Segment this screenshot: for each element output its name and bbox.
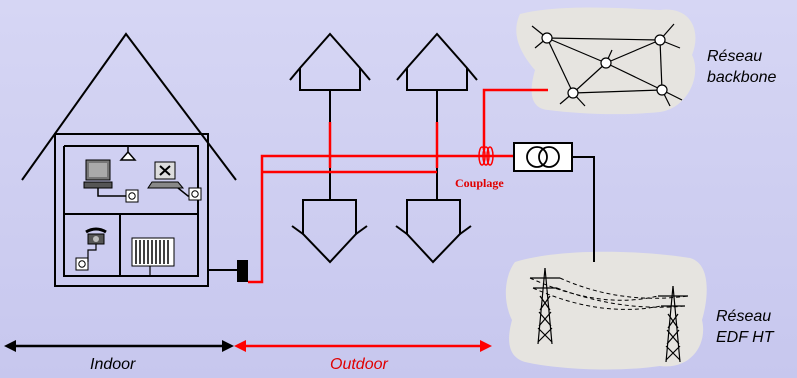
indoor-label: Indoor [90, 356, 136, 373]
power-line-network [248, 88, 548, 284]
power-socket-icon [75, 257, 89, 271]
outdoor-range-arrow [234, 340, 492, 352]
neighbor-house-icon [289, 32, 371, 91]
edf-ht-network-cloud [505, 251, 707, 370]
neighbor-house-icon [396, 32, 478, 91]
backbone-label-line2: backbone [707, 69, 777, 86]
neighbor-house-icon [291, 199, 368, 264]
outdoor-label: Outdoor [330, 356, 388, 373]
power-socket-icon [125, 189, 139, 203]
radiator-icon [131, 237, 175, 276]
edf-label-line2: EDF HT [716, 329, 774, 346]
indoor-range-arrow [4, 340, 234, 352]
transformer-icon [513, 142, 573, 172]
pylon-right-icon [658, 285, 688, 363]
electricity-meter-icon [237, 260, 248, 282]
backbone-label-line1: Réseau [707, 48, 763, 65]
telephone-icon [85, 227, 107, 262]
coupling-label: Couplage [455, 176, 504, 190]
backbone-network-cloud [516, 7, 696, 115]
edf-label-line1: Réseau [716, 308, 772, 325]
power-socket-icon [188, 187, 202, 201]
house-outline [21, 32, 240, 287]
desktop-computer-icon [83, 159, 128, 197]
pylon-left-icon [530, 267, 560, 345]
laptop-icon [147, 161, 192, 197]
coupling-coil-icon [478, 146, 494, 166]
ceiling-lamp-icon [119, 146, 137, 161]
neighbor-house-icon [395, 199, 472, 264]
